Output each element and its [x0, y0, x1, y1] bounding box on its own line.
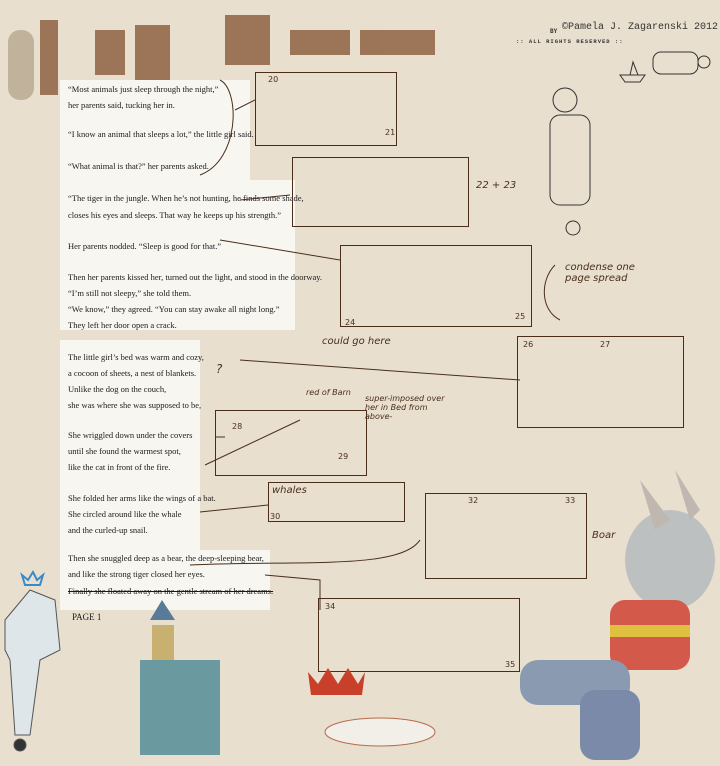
- manuscript-line: “Most animals just sleep through the nig…: [68, 84, 219, 94]
- manuscript-strip: [60, 550, 270, 610]
- panel-number: 35: [505, 660, 516, 669]
- manuscript-line: like the cat in front of the fire.: [68, 462, 171, 472]
- panel-number: 28: [232, 422, 243, 431]
- manuscript-line: a cocoon of sheets, a nest of blankets.: [68, 368, 197, 378]
- storyboard-panel-26-27: [517, 336, 684, 428]
- manuscript-line: Unlike the dog on the couch,: [68, 384, 167, 394]
- panel-number: 24: [345, 318, 356, 327]
- panel-number: 30: [270, 512, 281, 521]
- credit-rights: :: ALL RIGHTS RESERVED ::: [516, 38, 624, 45]
- manuscript-line: her parents said, tucking her in.: [68, 100, 175, 110]
- struck-line: Finally she floated away on the gentle s…: [68, 586, 274, 596]
- teacup-icon: [652, 51, 711, 75]
- manuscript-line: and the curled-up snail.: [68, 525, 148, 535]
- crown-blue-icon: [20, 569, 45, 586]
- panel-number: 21: [385, 128, 396, 137]
- panel-number: 32: [468, 496, 479, 505]
- note-superimposed: super-imposed over her in Bed from above…: [365, 394, 445, 421]
- manuscript-line: “I’m still not sleepy,” she told them.: [68, 288, 192, 298]
- manuscript-line: “What animal is that?” her parents asked…: [68, 161, 209, 171]
- note-whales: whales: [272, 485, 307, 496]
- panel-number: 20: [268, 75, 279, 84]
- note-condense: condense one page spread: [565, 262, 635, 284]
- credit-by: BY: [550, 28, 558, 35]
- rabbit-illustration: [520, 470, 715, 760]
- manuscript-line: Her parents nodded. “Sleep is good for t…: [68, 241, 222, 251]
- note-barn: red of Barn: [306, 388, 351, 397]
- note-boar: Boar: [592, 530, 616, 541]
- houses-illustration: [8, 15, 435, 100]
- manuscript-line: They left her door open a crack.: [68, 320, 177, 330]
- manuscript-strip: [60, 340, 200, 585]
- manuscript-line: Then her parents kissed her, turned out …: [68, 272, 323, 282]
- storyboard-panel-30: [268, 482, 405, 522]
- manuscript-line: until she found the warmest spot,: [68, 446, 181, 456]
- storyboard-panel-34-35: [318, 598, 520, 672]
- manuscript-line: She wriggled down under the covers: [68, 430, 193, 440]
- manuscript-line: “We know,” they agreed. “You can stay aw…: [68, 304, 280, 314]
- paper-boat-icon: [619, 60, 646, 83]
- credit-copyright: ©Pamela J. Zagarenski 2012: [562, 22, 719, 33]
- note-question: ?: [216, 362, 223, 376]
- storyboard-panel-24-25: [340, 245, 532, 327]
- panel-number: 26: [523, 340, 534, 349]
- manuscript-line: She folded her arms like the wings of a …: [68, 493, 216, 503]
- page-label: PAGE 1: [72, 612, 102, 622]
- manuscript-line: and like the strong tiger closed her eye…: [68, 569, 205, 579]
- manuscript-line: She circled around like the whale: [68, 509, 182, 519]
- manuscript-line: “I know an animal that sleeps a lot,” th…: [68, 129, 254, 139]
- note-22-23: 22 + 23: [476, 180, 517, 191]
- panel-number: 29: [338, 452, 349, 461]
- jack-in-the-box-illustration: [140, 600, 220, 755]
- panel-number: 25: [515, 312, 526, 321]
- storyboard-panel-32-33: [425, 493, 587, 579]
- panel-number: 33: [565, 496, 576, 505]
- storyboard-panel-20-21: [255, 72, 397, 146]
- storyboard-panel-22-23: [292, 157, 469, 227]
- note-could-go-here: could go here: [322, 336, 391, 347]
- manuscript-strip: [60, 80, 250, 180]
- storyboard-panel-28-29: [215, 410, 367, 476]
- ink-arrows: [189, 79, 561, 610]
- horse-illustration: [4, 589, 61, 752]
- manuscript-line: closes his eyes and sleeps. That way he …: [68, 210, 282, 220]
- panel-number: 27: [600, 340, 611, 349]
- tiger-illustration: [324, 717, 436, 747]
- manuscript-strip: [60, 180, 295, 330]
- girl-sketch: [549, 87, 591, 236]
- manuscript-line: The little girl’s bed was warm and cozy,: [68, 352, 204, 362]
- crown-icon: [308, 668, 365, 695]
- manuscript-line: she was where she was supposed to be,: [68, 400, 202, 410]
- panel-number: 34: [325, 602, 336, 611]
- manuscript-line: Then she snuggled deep as a bear, the de…: [68, 553, 264, 563]
- manuscript-line: “The tiger in the jungle. When he’s not …: [68, 193, 304, 203]
